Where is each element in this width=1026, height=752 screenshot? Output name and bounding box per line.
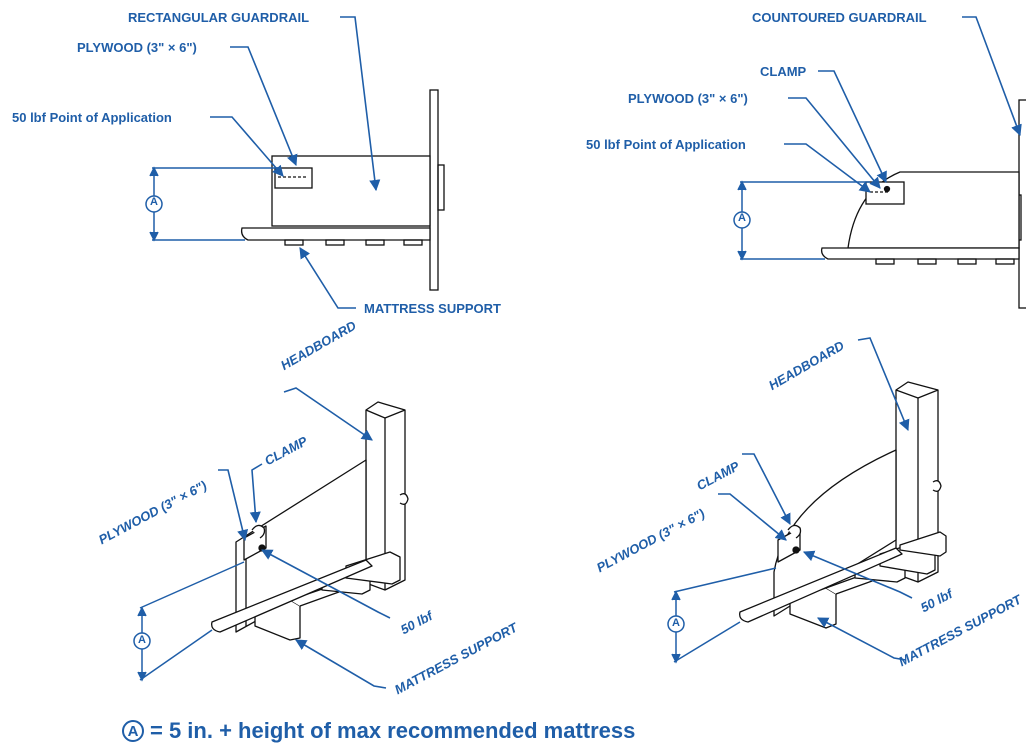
label-rectangular-guardrail: RECTANGULAR GUARDRAIL [128, 10, 310, 25]
label-clamp-top-right: CLAMP [760, 64, 807, 79]
top-right-dimension [733, 180, 870, 261]
bottom-left-drawing [211, 401, 409, 641]
top-left-leaders [210, 16, 381, 309]
dimension-a-symbol: A [122, 720, 144, 742]
footer-legend: A = 5 in. + height of max recommended ma… [122, 718, 635, 744]
label-mattress-support-top-left: MATTRESS SUPPORT [364, 301, 501, 316]
bottom-right-leaders [718, 337, 913, 661]
label-point-of-application-top-left: 50 lbf Point of Application [12, 110, 172, 125]
top-left-drawing [240, 89, 445, 291]
footer-text: = 5 in. + height of max recommended matt… [150, 718, 636, 743]
bottom-right-drawing [739, 381, 947, 629]
bottom-right-dimension [667, 567, 777, 664]
top-left-dimension [145, 166, 280, 242]
dimension-a-bottom-right: A [672, 617, 680, 629]
label-plywood-top-right: PLYWOOD (3" × 6") [628, 91, 748, 106]
bottom-left-leaders [218, 387, 391, 689]
label-countoured-guardrail: COUNTOURED GUARDRAIL [752, 10, 927, 25]
top-right-drawing [820, 99, 1026, 309]
label-plywood-top-left: PLYWOOD (3" × 6") [77, 40, 197, 55]
top-right-leaders [784, 16, 1022, 193]
label-point-of-application-top-right: 50 lbf Point of Application [586, 137, 746, 152]
dimension-a-top-left: A [150, 196, 158, 208]
bottom-left-dimension [133, 561, 245, 682]
dimension-a-top-right: A [738, 212, 746, 224]
dimension-a-bottom-left: A [138, 634, 146, 646]
